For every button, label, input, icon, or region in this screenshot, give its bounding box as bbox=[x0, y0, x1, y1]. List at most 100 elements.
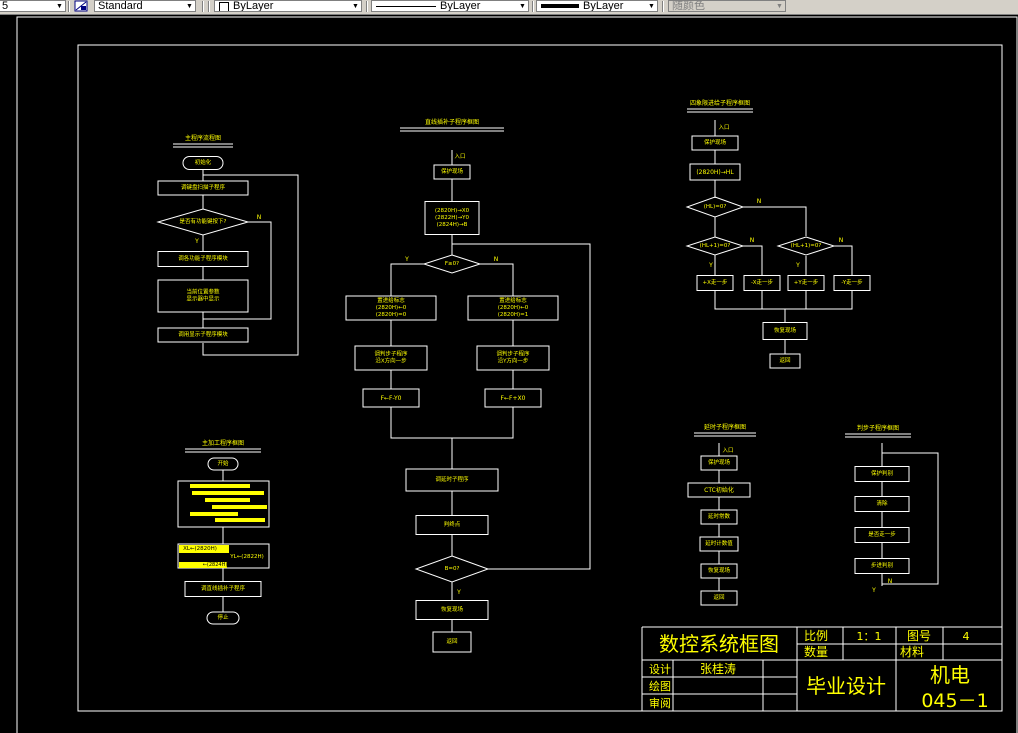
delay-restore-box bbox=[700, 563, 738, 579]
chevron-down-icon[interactable]: ▼ bbox=[352, 3, 359, 10]
lineweight-value: ByLayer bbox=[583, 0, 624, 12]
toolbar-separator bbox=[202, 1, 204, 12]
connector bbox=[390, 263, 425, 296]
display-call-box bbox=[157, 327, 249, 343]
delay-save-box bbox=[700, 455, 738, 471]
init-terminal-label: 初始化 bbox=[195, 158, 212, 166]
delay-restore-box-label: 恢复现场 bbox=[708, 566, 731, 574]
sheet-outer-border bbox=[16, 16, 1018, 733]
endpoint-box bbox=[415, 515, 489, 535]
quad-yes-label-right: Y bbox=[795, 262, 800, 269]
endpoint-box-label: 判终点 bbox=[444, 520, 461, 528]
judge-protect-box bbox=[854, 466, 910, 482]
drawing-title: 数控系统框图 bbox=[659, 632, 779, 656]
machining-flow-title: 主加工程序框图 bbox=[202, 439, 244, 447]
coord-yl-label: YL←(2822H) bbox=[229, 554, 263, 560]
sheet-inner-border bbox=[77, 44, 1003, 712]
judge-no-label: N bbox=[888, 578, 893, 585]
draw-label: 绘图 bbox=[649, 679, 671, 693]
connector bbox=[714, 291, 853, 310]
feed-x-box-label: 置进给标志(2820H)←0(2820H)=0 bbox=[376, 296, 407, 318]
connector-lines bbox=[173, 108, 939, 632]
bzero-yes-label: Y bbox=[456, 589, 461, 596]
color-swatch-icon bbox=[219, 2, 229, 11]
hl1-zero-decision-left bbox=[685, 236, 745, 256]
f-minus-box bbox=[362, 388, 420, 408]
chevron-down-icon[interactable]: ▼ bbox=[186, 3, 193, 10]
interp-return-box-label: 返回 bbox=[446, 638, 458, 645]
interp-restore-box bbox=[415, 600, 489, 620]
f-minus-box-label: F←F-Y0 bbox=[381, 395, 402, 402]
toolbar-separator bbox=[532, 1, 534, 12]
chevron-down-icon[interactable]: ▼ bbox=[776, 3, 783, 10]
quad-load-box bbox=[689, 163, 741, 181]
quad-save-box-label: 保护现场 bbox=[704, 138, 727, 146]
hl1-zero-decision-right bbox=[776, 236, 836, 256]
hl-zero-decision bbox=[685, 196, 745, 218]
linetype-value: ByLayer bbox=[440, 0, 481, 12]
delay-flow-title: 延时子程序框图 bbox=[704, 423, 746, 431]
judge-stepdet-box-label: 步进判别 bbox=[871, 561, 893, 569]
plus-x-box bbox=[696, 275, 734, 291]
qty-label: 数量 bbox=[804, 644, 828, 659]
quad-no-label-left: N bbox=[750, 237, 755, 244]
sheet-label: 图号 bbox=[907, 629, 931, 643]
drawing-code: 045－1 bbox=[921, 690, 988, 712]
start-terminal bbox=[207, 457, 239, 471]
color-value: ByLayer bbox=[233, 0, 274, 12]
chevron-down-icon[interactable]: ▼ bbox=[56, 3, 63, 10]
linetype-dropdown[interactable]: ByLayer ▼ bbox=[371, 0, 529, 12]
department-name: 机电 bbox=[930, 663, 970, 687]
dimension-style-dropdown[interactable]: Standard ▼ bbox=[94, 0, 196, 12]
lineweight-dropdown[interactable]: ByLayer ▼ bbox=[536, 0, 658, 12]
funcmodule-box-label: 调各功能子程序模块 bbox=[178, 254, 228, 262]
stop-terminal-label: 停止 bbox=[217, 613, 229, 621]
dimension-style-icon[interactable] bbox=[74, 0, 88, 12]
feed-y-box-label: 置进给标志(2820H)←0(2820H)=1 bbox=[498, 296, 529, 318]
f-decision-label: F≥0? bbox=[445, 261, 459, 267]
toolbar-separator bbox=[662, 1, 664, 12]
feed-y-box bbox=[467, 295, 559, 321]
coord-bar bbox=[179, 545, 229, 553]
toolbar-separator bbox=[68, 1, 70, 12]
main-no-label: N bbox=[257, 214, 262, 221]
init-terminal bbox=[182, 156, 224, 170]
loop-back-connector bbox=[882, 452, 939, 585]
connector bbox=[743, 206, 807, 236]
drawing-canvas[interactable]: 主程序流程图初始化调键盘扫描子程序是否有功能键按下?调各功能子程序模块当前位置参… bbox=[0, 15, 1018, 733]
funckey-decision bbox=[156, 208, 250, 236]
chevron-down-icon[interactable]: ▼ bbox=[648, 3, 655, 10]
judge-stepdet-box bbox=[854, 558, 910, 574]
coord-bar bbox=[179, 562, 227, 568]
delay-entry-label: 入口 bbox=[722, 447, 733, 454]
step-x-box-label: 调判步子程序沿X方向一步 bbox=[374, 350, 408, 365]
plot-style-dropdown[interactable]: 随颜色 ▼ bbox=[668, 0, 786, 12]
toolbar-separator bbox=[366, 1, 368, 12]
quad-restore-box-label: 恢复现场 bbox=[774, 326, 797, 334]
display-param-box bbox=[157, 279, 249, 313]
connector bbox=[390, 407, 514, 439]
interp-flow-title: 直线插补子程序框图 bbox=[425, 118, 479, 126]
ctc-init-box-label: CTC初始化 bbox=[704, 486, 734, 494]
loop-back-connector bbox=[452, 243, 591, 570]
text-style-value: 5 bbox=[2, 0, 9, 12]
chevron-down-icon[interactable]: ▼ bbox=[519, 3, 526, 10]
quad-yes-label-left: Y bbox=[708, 262, 713, 269]
delay-const-box bbox=[700, 509, 738, 525]
judge-yes-label: Y bbox=[871, 587, 876, 594]
text-style-dropdown[interactable]: 5 ▼ bbox=[0, 0, 66, 12]
dimension-style-value: Standard bbox=[98, 0, 143, 12]
interp-no-label: N bbox=[494, 256, 499, 263]
init-data-text-bar bbox=[192, 491, 264, 495]
f-plus-box bbox=[484, 388, 542, 408]
linetype-preview-icon bbox=[376, 6, 436, 7]
loop-back-connector bbox=[202, 174, 299, 356]
connector bbox=[743, 245, 763, 276]
color-dropdown[interactable]: ByLayer ▼ bbox=[214, 0, 362, 12]
f-plus-box-label: F←F+X0 bbox=[501, 395, 526, 402]
flowchart-shapes: 主程序流程图初始化调键盘扫描子程序是否有功能键按下?调各功能子程序模块当前位置参… bbox=[156, 99, 910, 653]
delay-return-box-label: 返回 bbox=[713, 594, 725, 601]
plus-x-box-label: +X走一步 bbox=[703, 278, 728, 286]
judge-step-box-label: 是否走一步 bbox=[868, 530, 896, 538]
